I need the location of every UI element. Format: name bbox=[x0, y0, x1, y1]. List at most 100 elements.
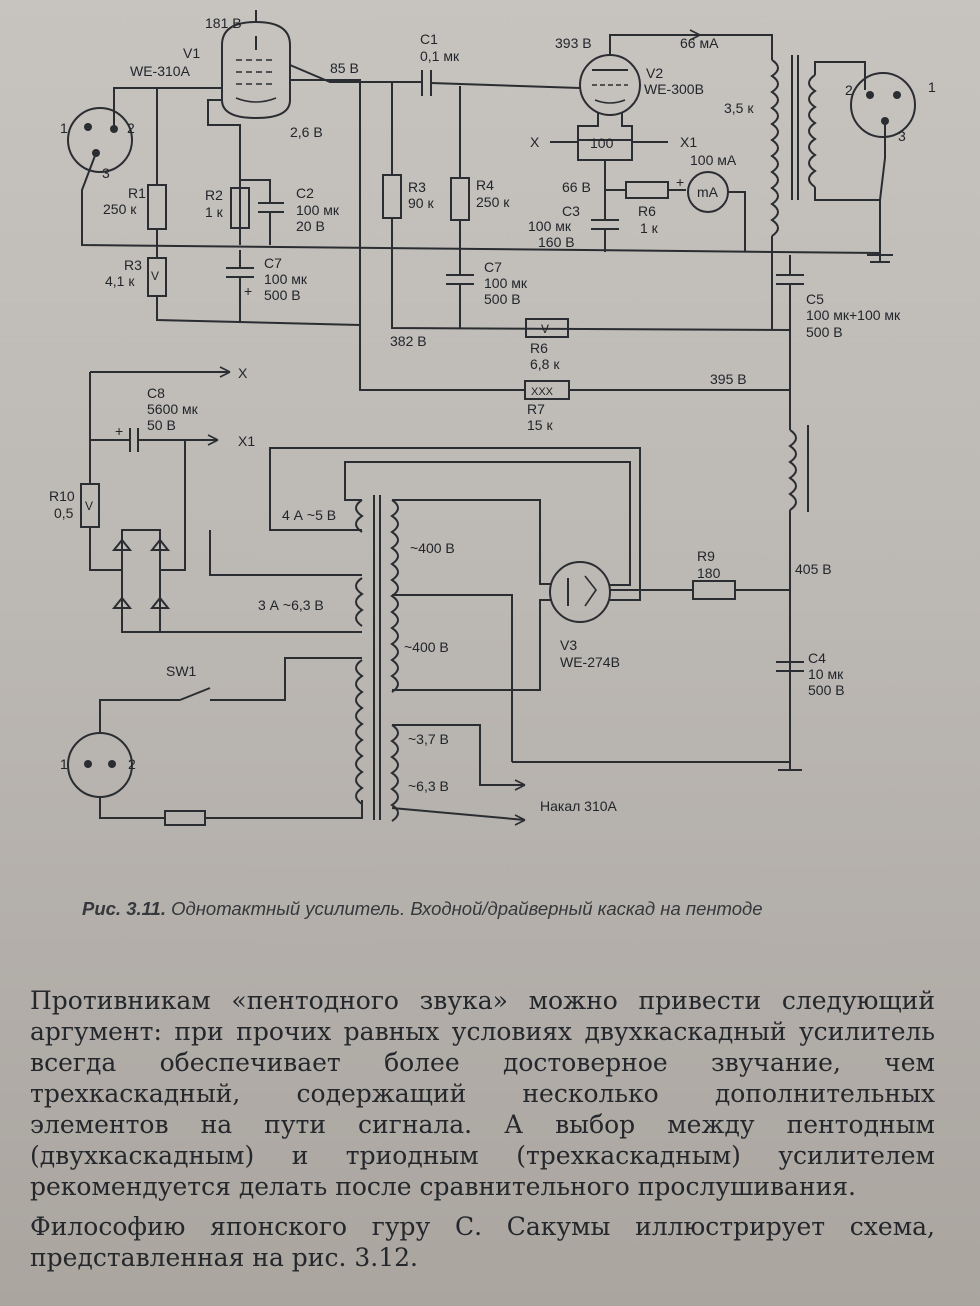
r9-label: R9 bbox=[697, 548, 715, 564]
v2-type: WE-300B bbox=[644, 81, 704, 97]
c1-label: C1 bbox=[420, 31, 438, 47]
v1-type: WE-310A bbox=[130, 63, 191, 79]
c8-label: C8 bbox=[147, 385, 165, 401]
mains-pin2-label: 2 bbox=[128, 756, 136, 772]
r10-label: R10 bbox=[49, 488, 75, 504]
r1-label: R1 bbox=[128, 185, 146, 201]
c2-voltage: 20 В bbox=[296, 218, 325, 234]
mains-connector-icon bbox=[67, 732, 133, 798]
output-transformer-icon bbox=[770, 55, 817, 237]
c5-voltage: 500 В bbox=[806, 324, 843, 340]
v2-anode-voltage: 393 В bbox=[555, 35, 592, 51]
x-output-label: X bbox=[238, 365, 248, 381]
v1-label: V1 bbox=[183, 45, 200, 61]
r2-resistor-icon bbox=[230, 187, 250, 229]
winding-400b-label: ~400 В bbox=[404, 639, 449, 655]
r6b-slider-mark: V bbox=[541, 322, 549, 336]
r7-resistor-icon bbox=[524, 380, 570, 400]
r4-label: R4 bbox=[476, 177, 494, 193]
c4-voltage: 500 В bbox=[808, 682, 845, 698]
r1-value: 250 к bbox=[103, 201, 137, 217]
r3b-label: R3 bbox=[408, 179, 426, 195]
fil-x1-label: X1 bbox=[680, 134, 697, 150]
r6-label: R6 bbox=[638, 203, 656, 219]
v1-anode-voltage: 181 В bbox=[205, 15, 242, 31]
v3-type: WE-274B bbox=[560, 654, 620, 670]
v2-triode-tube-icon bbox=[579, 54, 641, 116]
sw1-switch-icon bbox=[179, 687, 211, 701]
v2-cathode-voltage: 66 В bbox=[562, 179, 591, 195]
power-transformer-icon bbox=[355, 495, 399, 822]
r4-value: 250 к bbox=[476, 194, 510, 210]
output-pin2-label: 2 bbox=[845, 82, 853, 98]
input-xlr-connector-icon bbox=[67, 107, 133, 173]
winding-3a-label: 3 А ~6,3 В bbox=[258, 597, 324, 613]
c8-capacitor-icon bbox=[90, 428, 218, 452]
c4-value: 10 мк bbox=[808, 666, 844, 682]
c8-plus: + bbox=[115, 423, 123, 439]
output-pin1-label: 1 bbox=[928, 79, 936, 95]
r3-label: R3 bbox=[124, 257, 142, 273]
c7-voltage: 500 В bbox=[264, 287, 301, 303]
amplifier-schematic: 1 2 3 181 В V1 WE-310A 85 В 2,6 В R1 250… bbox=[49, 10, 936, 826]
r6-resistor-icon bbox=[625, 181, 669, 199]
c5-value: 100 мк+100 мк bbox=[806, 307, 901, 323]
c3-capacitor-icon bbox=[591, 190, 619, 252]
r9-resistor-icon bbox=[692, 580, 736, 600]
sw1-label: SW1 bbox=[166, 663, 197, 679]
c8-voltage: 50 В bbox=[147, 417, 176, 433]
c7-plus: + bbox=[244, 283, 252, 299]
meter-plus: + bbox=[676, 174, 684, 190]
v2-current: 66 мА bbox=[680, 35, 719, 51]
figure-caption: Рис. 3.11. Однотактный усилитель. Входно… bbox=[82, 898, 942, 920]
r6-value: 1 к bbox=[640, 220, 659, 236]
screen-voltage: 85 В bbox=[330, 60, 359, 76]
v1-pentode-tube-icon bbox=[221, 20, 291, 120]
c7b-capacitor-icon bbox=[446, 274, 474, 285]
r7-value: 15 к bbox=[527, 417, 553, 433]
c7-capacitor-icon bbox=[226, 250, 254, 322]
node-395-voltage: 395 В bbox=[710, 371, 747, 387]
v3-label: V3 bbox=[560, 637, 577, 653]
ot-impedance: 3,5 к bbox=[724, 100, 754, 116]
r3-90k-resistor-icon bbox=[382, 174, 402, 219]
r6b-label: R6 bbox=[530, 340, 548, 356]
figure-number: Рис. 3.11. bbox=[82, 898, 166, 919]
winding-37-label: ~3,7 В bbox=[408, 731, 449, 747]
c2-value: 100 мк bbox=[296, 202, 340, 218]
x1-output-label: X1 bbox=[238, 433, 255, 449]
c3-label: C3 bbox=[562, 203, 580, 219]
r9-value: 180 bbox=[697, 565, 721, 581]
winding-4a-label: 4 А ~5 В bbox=[282, 507, 336, 523]
r2-label: R2 bbox=[205, 187, 223, 203]
c7-label: C7 bbox=[264, 255, 282, 271]
output-xlr-connector-icon bbox=[850, 72, 916, 138]
winding-63-label: ~6,3 В bbox=[408, 778, 449, 794]
r6b-value: 6,8 к bbox=[530, 356, 560, 372]
mains-pin1-label: 1 bbox=[60, 756, 68, 772]
filter-choke-icon bbox=[788, 425, 809, 512]
r3-slider-mark: V bbox=[151, 269, 159, 283]
heater-310a-label: Накал 310А bbox=[540, 798, 618, 814]
c7b-voltage: 500 В bbox=[484, 291, 521, 307]
node-405-voltage: 405 В bbox=[795, 561, 832, 577]
cathode-voltage: 2,6 В bbox=[290, 124, 323, 140]
pot-value: 100 bbox=[590, 135, 614, 151]
r3-value: 4,1 к bbox=[105, 273, 135, 289]
c2-label: C2 bbox=[296, 185, 314, 201]
input-pin3-label: 3 bbox=[102, 165, 110, 181]
fuse-icon bbox=[164, 810, 206, 826]
c2-capacitor-icon bbox=[240, 179, 284, 245]
figure-caption-text: Однотактный усилитель. Входной/драйверны… bbox=[171, 898, 763, 919]
paragraph-2: Философию японского гуру С. Сакумы иллюс… bbox=[30, 1212, 935, 1272]
c7b-value: 100 мк bbox=[484, 275, 528, 291]
input-pin1-label: 1 bbox=[60, 120, 68, 136]
c5-label: C5 bbox=[806, 291, 824, 307]
r4-resistor-icon bbox=[450, 177, 470, 221]
r10-resistor-icon bbox=[80, 483, 100, 528]
c4-capacitor-icon bbox=[776, 661, 804, 672]
r10-slider-mark: V bbox=[85, 499, 93, 513]
meter-current: 100 мА bbox=[690, 152, 737, 168]
r7-mark: XXX bbox=[531, 386, 554, 398]
